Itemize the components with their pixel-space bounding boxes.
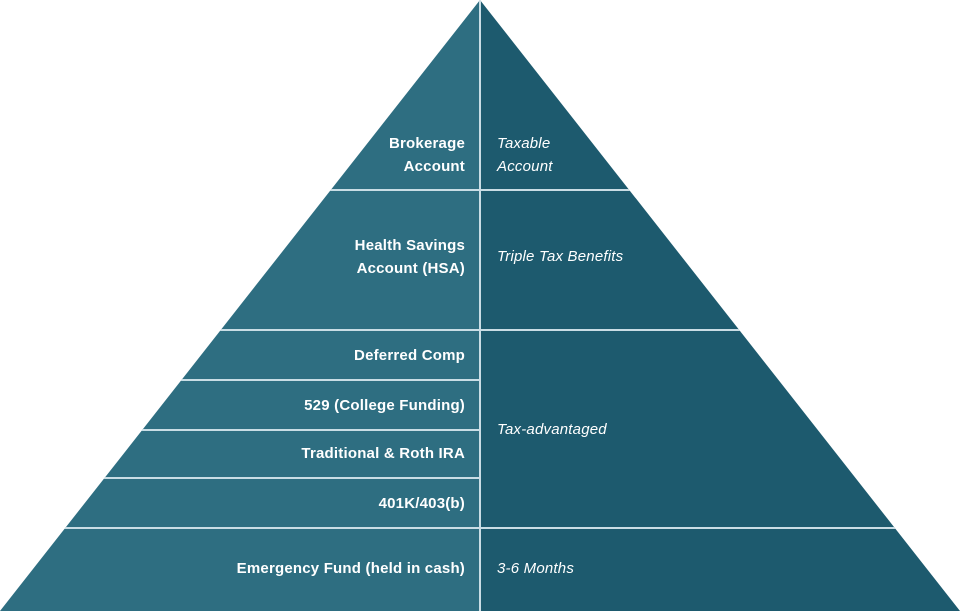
annotation-tax-advantaged: Tax-advantaged (497, 421, 607, 438)
layer-label-401k-403b: 401K/403(b) (378, 495, 465, 512)
layer-label-529-college-funding: 529 (College Funding) (304, 397, 465, 414)
layer-label-traditional-roth-ira: Traditional & Roth IRA (301, 445, 465, 462)
layer-label-emergency-fund: Emergency Fund (held in cash) (236, 560, 465, 577)
annotation-3-6-months: 3-6 Months (497, 560, 575, 577)
layer-label-hsa: Health Savings Account (HSA) (354, 237, 465, 277)
annotation-triple-tax-benefits: Triple Tax Benefits (497, 248, 624, 265)
pyramid-left-half (0, 0, 480, 611)
layer-label-brokerage-account: Brokerage Account (388, 135, 465, 175)
pyramid-right-half (480, 0, 960, 611)
annotation-taxable-account: Taxable Account (497, 135, 553, 175)
layer-label-deferred-comp: Deferred Comp (354, 347, 465, 364)
